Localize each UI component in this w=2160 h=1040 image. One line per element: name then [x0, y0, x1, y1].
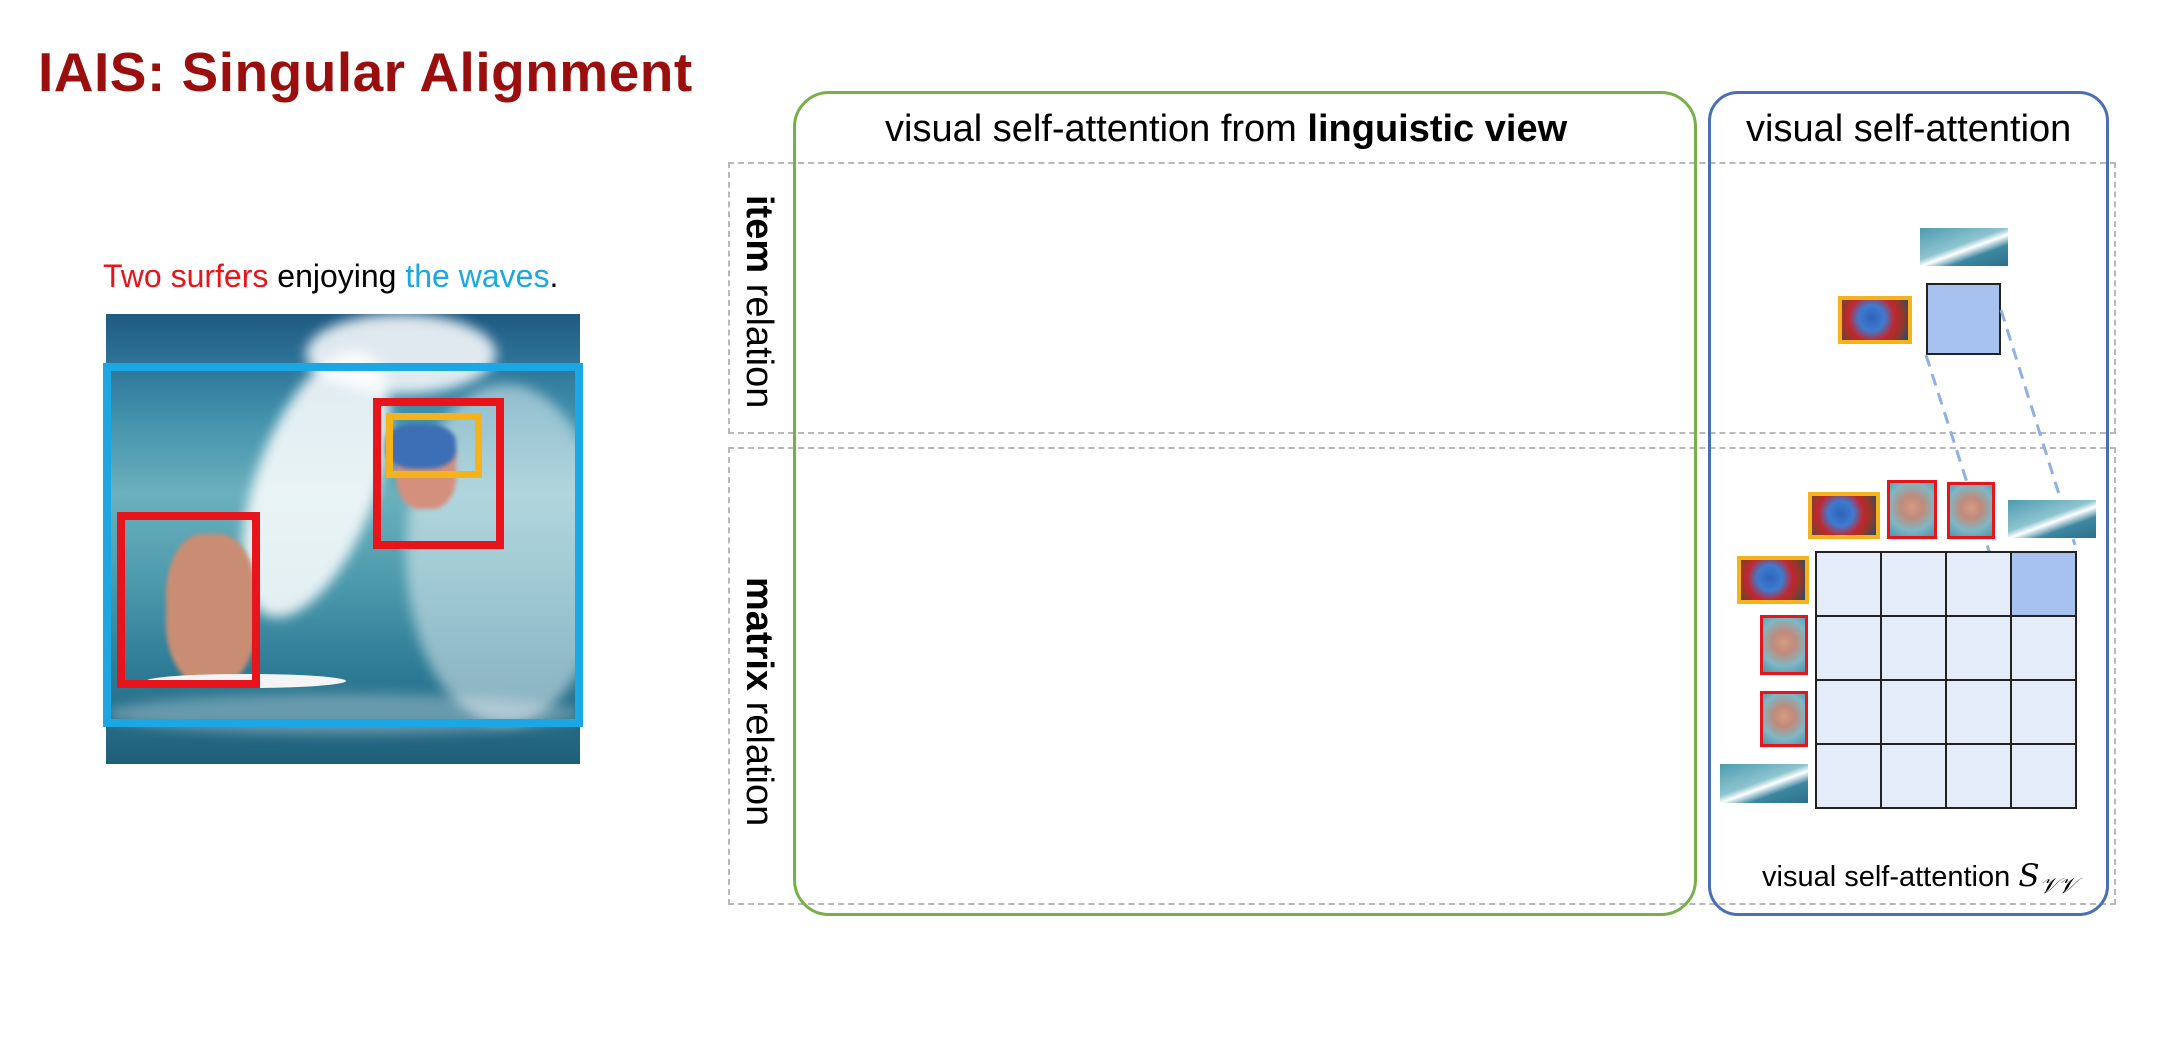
- row-thumb-wave-crest: [1737, 556, 1809, 604]
- attention-matrix: [1815, 551, 2077, 809]
- image-caption: Two surfers enjoying the waves.: [103, 258, 558, 295]
- thumb-waves-item: [1920, 228, 2008, 266]
- caption-connector: enjoying: [268, 258, 406, 294]
- col-thumb-surfer-2: [1947, 482, 1995, 539]
- matrix-cell: [1945, 679, 2012, 745]
- linguistic-heading-prefix: visual self-attention from: [885, 108, 1308, 150]
- matrix-cell: [1815, 615, 1882, 681]
- matrix-cell: [1880, 743, 1947, 809]
- linguistic-view-heading: visual self-attention from linguistic vi…: [885, 108, 1567, 151]
- visual-self-attention-panel: [1708, 91, 2109, 916]
- caption-phrase-waves: the waves: [405, 258, 550, 294]
- matrix-cell: [1815, 743, 1882, 809]
- matrix-cell: [1945, 615, 2012, 681]
- bbox-surfer-right: [373, 398, 504, 549]
- matrix-cell: [2010, 679, 2077, 745]
- matrix-cell: [1880, 679, 1947, 745]
- matrix-cell: [1945, 551, 2012, 617]
- linguistic-heading-bold: linguistic view: [1307, 108, 1568, 150]
- matrix-cell: [1880, 551, 1947, 617]
- item-relation-row: [728, 162, 2116, 434]
- caption-phrase-surfers: Two surfers: [103, 258, 269, 294]
- item-attention-cell: [1926, 283, 2001, 355]
- matrix-cell: [2010, 743, 2077, 809]
- matrix-label-symbol: S: [2018, 858, 2040, 894]
- row-thumb-surfer-1: [1760, 615, 1808, 675]
- matrix-cell: [2010, 615, 2077, 681]
- caption-period: .: [549, 258, 559, 294]
- visual-attention-heading: visual self-attention: [1746, 108, 2072, 150]
- bbox-wave-crest: [386, 413, 482, 478]
- row-thumb-surfer-2: [1760, 691, 1808, 747]
- matrix-cell: [1945, 743, 2012, 809]
- matrix-cell: [2010, 551, 2077, 617]
- matrix-relation-row: [728, 447, 2116, 905]
- col-thumb-wave-crest: [1808, 492, 1880, 539]
- matrix-label-subscript: 𝒱𝒱: [2039, 872, 2077, 898]
- matrix-label-text: visual self-attention: [1762, 861, 2019, 893]
- attention-matrix-label: visual self-attention S𝒱𝒱: [1762, 858, 2076, 899]
- row-thumb-waves: [1720, 764, 1808, 803]
- bbox-the-waves: [103, 363, 583, 727]
- bbox-surfer-left: [117, 512, 260, 688]
- slide-title: IAIS: Singular Alignment: [38, 41, 693, 103]
- matrix-cell: [1815, 679, 1882, 745]
- col-thumb-waves: [2008, 500, 2096, 538]
- matrix-cell: [1880, 615, 1947, 681]
- linguistic-view-panel: [793, 91, 1697, 916]
- thumb-wave-crest-item: [1838, 296, 1912, 344]
- col-thumb-surfer-1: [1887, 480, 1937, 539]
- matrix-cell: [1815, 551, 1882, 617]
